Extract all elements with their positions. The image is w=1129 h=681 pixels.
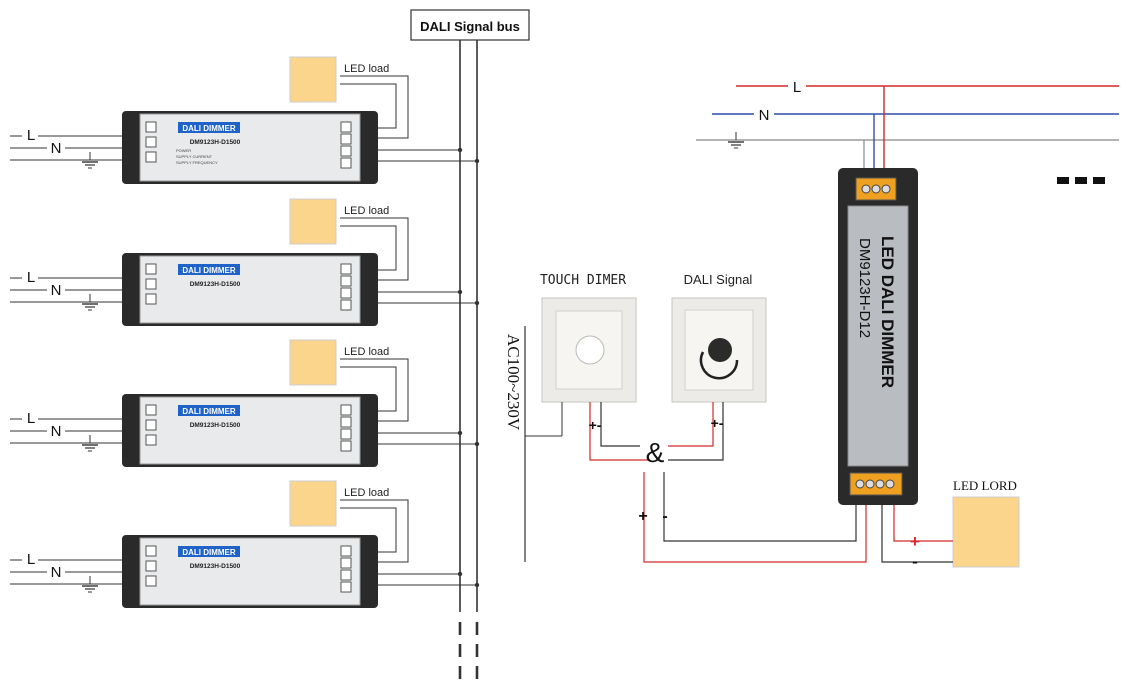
ac-voltage-label: AC100~230V — [504, 334, 523, 431]
touch-dimmer-knob — [575, 335, 605, 365]
terminal — [145, 121, 157, 133]
touch-dimmer-polarity: +- — [589, 417, 602, 433]
dimmer-module-2: LED load DALI DIMMER DM9123H-D1500 L N — [10, 198, 480, 326]
wire-L-label: L — [27, 269, 35, 286]
terminal — [145, 136, 157, 148]
more-dot — [1057, 177, 1069, 184]
touch-dimmer-label: TOUCH DIMER — [540, 273, 626, 288]
load-plus: + — [910, 532, 920, 551]
ground-icon — [82, 152, 98, 169]
dimmer-label: DALI DIMMER — [182, 124, 236, 133]
ground-icon — [728, 132, 744, 149]
led-load-label: LED load — [344, 487, 389, 499]
dimmer-face — [139, 537, 361, 606]
terminal — [340, 121, 352, 133]
led-load-label: LED load — [344, 63, 389, 75]
terminal — [340, 157, 352, 169]
dimmer-model: DM9123H-D1500 — [190, 281, 241, 288]
ground-icon — [82, 576, 98, 593]
dali-signal-polarity: +- — [711, 415, 724, 431]
led-load-panel — [289, 480, 337, 527]
led-load-label: LED load — [344, 346, 389, 358]
dimmer-label-bg — [178, 405, 240, 416]
line-N-label: N — [759, 107, 770, 124]
ground-icon — [82, 435, 98, 452]
dimmer-module-1: LED load DALI DIMMER DM9123H-D1500 POWER… — [10, 56, 480, 184]
dimmer-module-4: LED load DALI DIMMER DM9123H-D1500 L N — [10, 480, 480, 608]
led-load-label: LED load — [344, 205, 389, 217]
device-title: LED DALI DIMMER — [878, 236, 897, 388]
dimmer-module-3: LED load DALI DIMMER DM9123H-D1500 L N — [10, 339, 480, 467]
line-L-label: L — [793, 79, 801, 96]
bus-title-box — [410, 9, 530, 41]
wire-L-label: L — [27, 551, 35, 568]
terminal — [340, 133, 352, 145]
more-dot — [1093, 177, 1105, 184]
led-load-panel — [289, 198, 337, 245]
device-model: DM9123H-D12 — [856, 238, 873, 338]
signal-plus: + — [638, 508, 647, 525]
led-lord-label: LED LORD — [953, 478, 1017, 493]
led-load-panel — [289, 339, 337, 386]
dimmer-face — [139, 396, 361, 465]
dimmer-label-bg — [178, 264, 240, 275]
bus-title: DALI Signal bus — [420, 19, 520, 34]
bus-junction — [474, 158, 480, 164]
dimmer-label: DALI DIMMER — [182, 407, 236, 416]
wire-N-label: N — [51, 564, 62, 581]
dimmer-model: DM9123H-D1500 — [190, 139, 241, 146]
terminal — [340, 145, 352, 157]
dimmer-model: DM9123H-D1500 — [190, 563, 241, 570]
right-wiring: L N LED DALI DIMMER DM9123H-D12 — [504, 77, 1119, 571]
dimmer-label-bg — [178, 122, 240, 133]
ampersand: & — [646, 437, 665, 468]
dali-signal-label: DALI Signal — [684, 272, 753, 287]
bus-junction — [457, 147, 463, 153]
load-wire-top — [340, 75, 409, 139]
ground-icon — [82, 294, 98, 311]
dali-signal-bus: DALI Signal bus — [410, 9, 530, 681]
dimmer-label: DALI DIMMER — [182, 548, 236, 557]
power-text: POWER — [176, 148, 191, 153]
led-lord-panel — [952, 496, 1020, 568]
dimmer-label: DALI DIMMER — [182, 266, 236, 275]
wire-L-label: L — [27, 410, 35, 427]
led-load-panel — [289, 56, 337, 103]
dimmer-model: DM9123H-D1500 — [190, 422, 241, 429]
signal-minus: - — [662, 508, 667, 525]
terminal — [145, 151, 157, 163]
dimmer-face — [139, 255, 361, 324]
dali-signal-knob — [708, 338, 732, 362]
wire-L-label: L — [27, 127, 35, 144]
dali-dimmer-face — [847, 205, 909, 467]
wire-N-label: N — [51, 282, 62, 299]
dimmer-label-bg — [178, 546, 240, 557]
wire-N-label: N — [51, 423, 62, 440]
load-minus: - — [912, 552, 918, 571]
supply-current-text: SUPPLY CURRENT — [176, 154, 213, 159]
load-wire-bottom — [340, 83, 397, 129]
wire-N-label: N — [51, 140, 62, 157]
supply-frequency-text: SUPPLY FREQUENCY — [176, 160, 218, 165]
dimmer-face — [139, 113, 361, 182]
more-dot — [1075, 177, 1087, 184]
